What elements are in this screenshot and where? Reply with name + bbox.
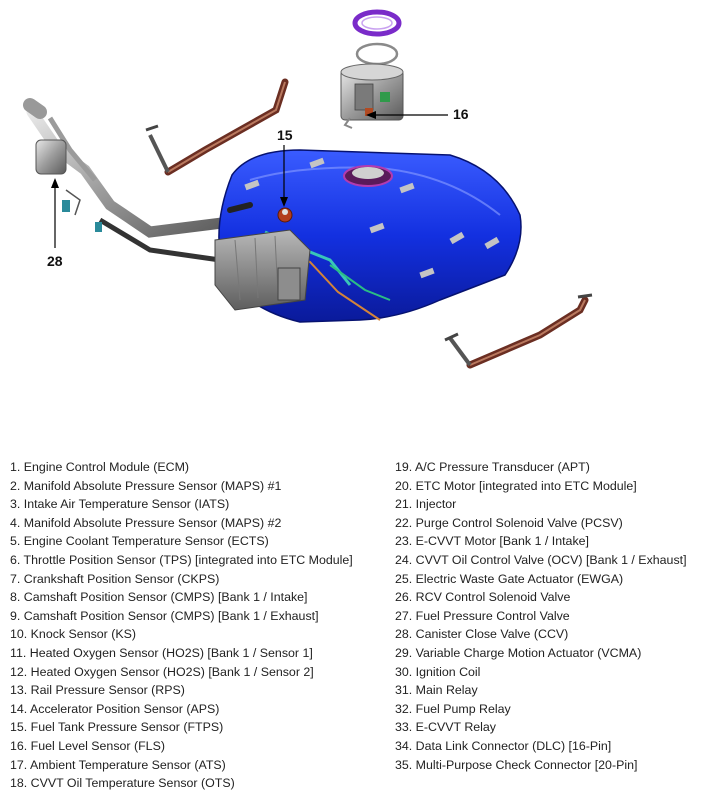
legend-item: 34. Data Link Connector (DLC) [16-Pin] [395, 738, 612, 753]
callout-16-label: 16 [453, 106, 469, 122]
legend-item: 29. Variable Charge Motion Actuator (VCM… [395, 645, 642, 660]
legend-item: 32. Fuel Pump Relay [395, 701, 511, 716]
legend-item: 22. Purge Control Solenoid Valve (PCSV) [395, 515, 623, 530]
legend-item: 31. Main Relay [395, 683, 478, 698]
fuel-tank-pressure-sensor [277, 207, 293, 223]
filler-neck [23, 98, 236, 263]
legend-item: 4. Manifold Absolute Pressure Sensor (MA… [10, 515, 282, 530]
legend-item: 2. Manifold Absolute Pressure Sensor (MA… [10, 478, 282, 493]
legend-item: 26. RCV Control Solenoid Valve [395, 590, 571, 605]
component-legend: 1. Engine Control Module (ECM) 2. Manifol… [10, 458, 710, 793]
legend-item: 13. Rail Pressure Sensor (RPS) [10, 683, 185, 698]
canister [214, 202, 311, 311]
legend-item: 33. E-CVVT Relay [395, 720, 497, 735]
legend-item: 3. Intake Air Temperature Sensor (IATS) [10, 497, 230, 512]
legend-item: 23. E-CVVT Motor [Bank 1 / Intake] [395, 534, 589, 549]
legend-item: 15. Fuel Tank Pressure Sensor (FTPS) [10, 720, 224, 735]
legend-item: 9. Camshaft Position Sensor (CMPS) [Bank… [10, 608, 319, 623]
legend-item: 21. Injector [395, 497, 457, 512]
fuel-system-diagram [23, 9, 593, 369]
lock-ring [352, 9, 402, 37]
legend-column-left: 1. Engine Control Module (ECM) 2. Manifol… [10, 458, 395, 793]
callout-16-arrow [366, 111, 376, 119]
legend-item: 8. Camshaft Position Sensor (CMPS) [Bank… [10, 590, 308, 605]
fuel-pump-module [340, 63, 404, 129]
legend-item: 17. Ambient Temperature Sensor (ATS) [10, 757, 226, 772]
legend-item: 28. Canister Close Valve (CCV) [395, 627, 569, 642]
legend-item: 5. Engine Coolant Temperature Sensor (EC… [10, 534, 269, 549]
callout-28-arrow [51, 178, 59, 188]
legend-item: 11. Heated Oxygen Sensor (HO2S) [Bank 1 … [10, 645, 313, 660]
legend-item: 1. Engine Control Module (ECM) [10, 460, 190, 474]
legend-column-right: 19. A/C Pressure Transducer (APT) 20. ETC… [395, 458, 710, 793]
legend-item: 18. CVVT Oil Temperature Sensor (OTS) [10, 776, 235, 791]
legend-item: 25. Electric Waste Gate Actuator (EWGA) [395, 571, 624, 586]
legend-item: 12. Heated Oxygen Sensor (HO2S) [Bank 1 … [10, 664, 314, 679]
legend-item: 14. Accelerator Position Sensor (APS) [10, 701, 220, 716]
callout-15-arrow [280, 197, 288, 207]
legend-item: 19. A/C Pressure Transducer (APT) [395, 460, 590, 474]
lower-tank-strap [444, 293, 593, 369]
legend-item: 7. Crankshaft Position Sensor (CKPS) [10, 571, 220, 586]
legend-item: 27. Fuel Pressure Control Valve [395, 608, 570, 623]
legend-item: 20. ETC Motor [integrated into ETC Modul… [395, 478, 637, 493]
legend-item: 24. CVVT Oil Control Valve (OCV) [Bank 1… [395, 552, 687, 567]
legend-item: 6. Throttle Position Sensor (TPS) [integ… [10, 552, 353, 567]
legend-item: 30. Ignition Coil [395, 664, 481, 679]
upper-tank-strap [145, 78, 289, 176]
legend-item: 16. Fuel Level Sensor (FLS) [10, 738, 165, 753]
legend-item: 35. Multi-Purpose Check Connector [20-Pi… [395, 757, 638, 772]
gasket-ring [355, 42, 399, 66]
callout-15-label: 15 [277, 127, 293, 143]
callout-28-label: 28 [47, 253, 63, 269]
legend-item: 10. Knock Sensor (KS) [10, 627, 137, 642]
